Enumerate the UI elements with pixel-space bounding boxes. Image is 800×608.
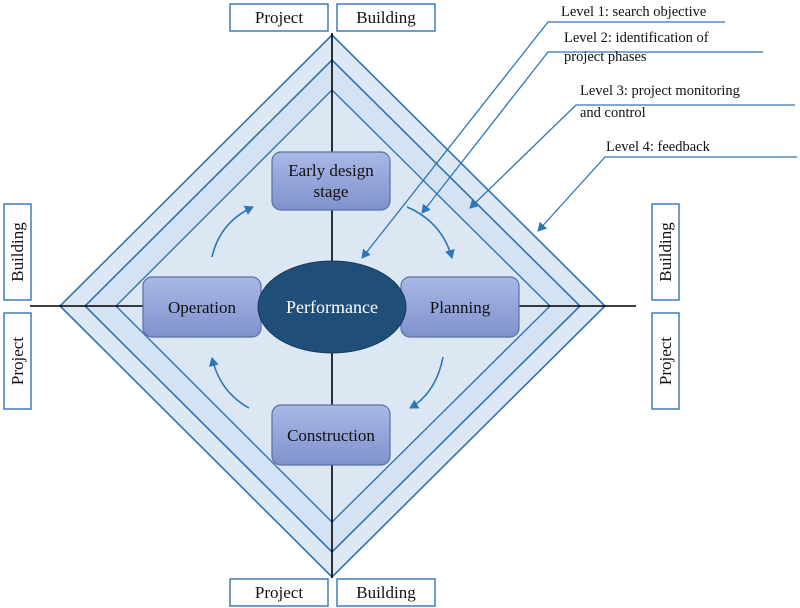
phase-operation-label: Operation (168, 298, 236, 317)
right-project-box: Project (651, 312, 680, 410)
left-project-label: Project (8, 337, 27, 385)
cycle-arrow-bottom-right (409, 356, 444, 409)
level4-label: Level 4: feedback (606, 139, 711, 155)
bottom-building-box: Building (336, 578, 436, 607)
level3-callout-line (469, 104, 795, 209)
phase-early-design: Early design stage (271, 151, 391, 211)
level1-callout-line (361, 21, 725, 259)
bottom-building-label: Building (356, 583, 416, 602)
phase-planning-label: Planning (430, 298, 491, 317)
phase-construction: Construction (271, 404, 391, 466)
left-project-box: Project (3, 312, 32, 410)
top-project-box: Project (229, 3, 329, 32)
phase-construction-label: Construction (287, 426, 375, 445)
phase-planning: Planning (400, 276, 520, 338)
cycle-arrow-bottom-left (208, 357, 250, 409)
level4-callout-line (537, 156, 797, 232)
phase-early-design-line2: stage (314, 182, 349, 201)
phase-early-design-line1: Early design (288, 161, 374, 180)
top-building-label: Building (356, 8, 416, 27)
bottom-project-label: Project (255, 583, 303, 602)
cycle-arrow-top-right (406, 206, 455, 259)
level1-label: Level 1: search objective (561, 4, 706, 20)
level3-label-line1: Level 3: project monitoring (580, 83, 740, 99)
bottom-project-box: Project (229, 578, 329, 607)
right-building-box: Building (651, 203, 680, 301)
level2-callout-line (421, 51, 763, 214)
performance-center: Performance (257, 260, 407, 354)
performance-label: Performance (286, 297, 378, 317)
level2-label-line1: Level 2: identification of (564, 30, 709, 46)
top-project-label: Project (255, 8, 303, 27)
right-project-label: Project (656, 337, 675, 385)
phase-operation: Operation (142, 276, 262, 338)
level3-label-line2: and control (580, 105, 646, 121)
cycle-arrow-top-left (211, 205, 254, 258)
left-building-box: Building (3, 203, 32, 301)
top-building-box: Building (336, 3, 436, 32)
level2-label-line2: project phases (564, 49, 647, 65)
right-building-label: Building (656, 222, 675, 282)
left-building-label: Building (8, 222, 27, 282)
